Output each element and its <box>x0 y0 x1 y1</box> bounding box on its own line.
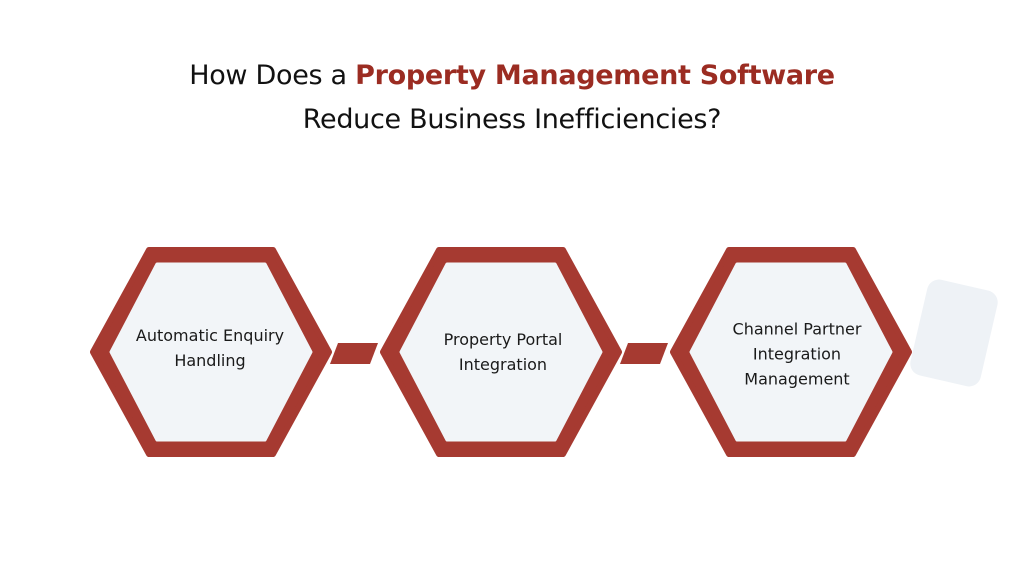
hexagon-fill-1 <box>109 262 313 442</box>
step-3-line-2: Integration <box>752 344 842 364</box>
hexagon-fill-3 <box>689 262 893 442</box>
step-label-1: Automatic Enquiry Handling <box>115 323 305 373</box>
title-line-2: Reduce Business Inefficiencies? <box>302 104 722 135</box>
step-2-line-1: Property Portal <box>443 330 563 349</box>
step-label-3: Channel Partner Integration Management <box>702 317 892 392</box>
hexagon-fill-2 <box>399 262 603 442</box>
step-2-line-2: Integration <box>458 355 548 374</box>
connector-2 <box>620 343 668 364</box>
step-3-line-3: Management <box>744 369 850 389</box>
step-label-2: Property Portal Integration <box>408 327 598 377</box>
step-1-line-2: Handling <box>174 351 246 370</box>
title-line-1: How Does a Property Management Software <box>0 60 1024 91</box>
step-1-line-1: Automatic Enquiry <box>135 326 285 345</box>
connector-1 <box>330 343 378 364</box>
title-highlight: Property Management Software <box>355 60 835 91</box>
decorative-card <box>910 279 998 387</box>
step-3-line-1: Channel Partner <box>732 319 862 339</box>
title-prefix: How Does a <box>189 60 356 91</box>
